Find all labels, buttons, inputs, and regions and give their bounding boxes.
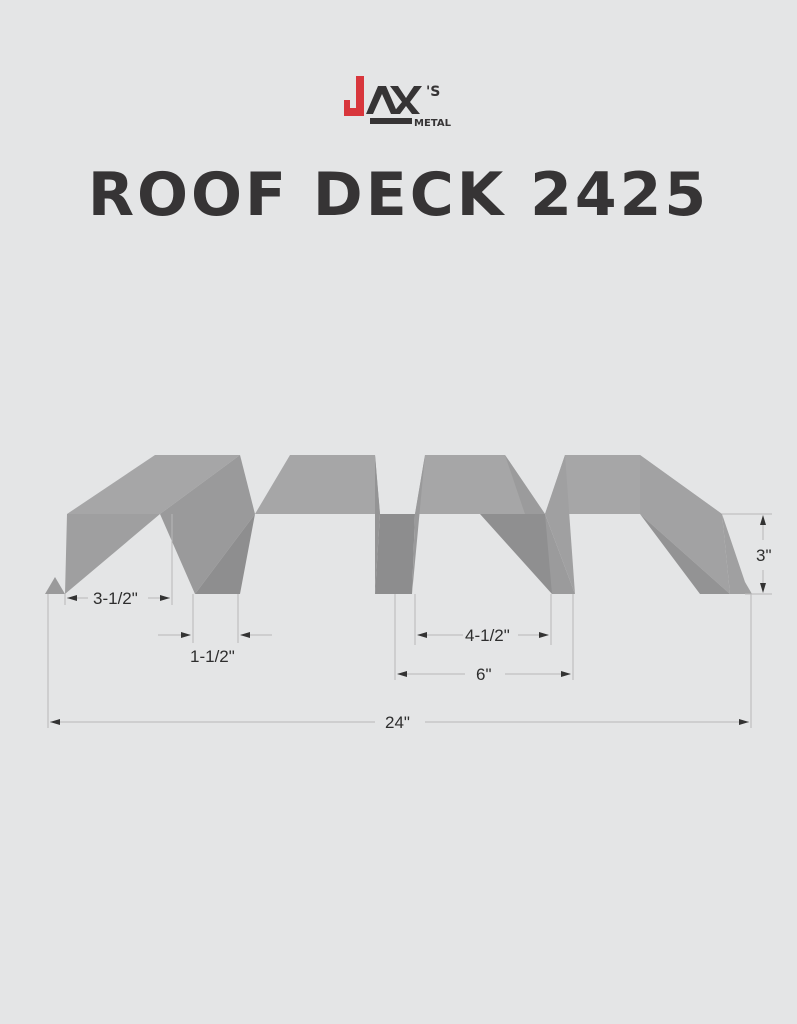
logo-apostrophe-s: 'S (426, 84, 440, 100)
page-title: ROOF DECK 2425 (87, 160, 710, 230)
logo-j-bar (356, 76, 364, 116)
dim-inner-span-label: 4-1/2" (465, 626, 510, 645)
jaxs-metal-logo: 'S METAL (344, 76, 452, 129)
deck-profile (45, 455, 752, 594)
logo-x (390, 86, 422, 114)
dim-depth-label: 3" (756, 546, 772, 565)
dim-top-flange-label: 3-1/2" (93, 589, 138, 608)
logo-a (366, 86, 398, 114)
dimension-lines (47, 513, 772, 728)
dimension-arrows (50, 515, 766, 725)
dim-bottom-flange-label: 1-1/2" (190, 647, 235, 666)
logo-metal-text: METAL (414, 118, 452, 129)
dim-rib-pitch-label: 6" (476, 665, 492, 684)
dim-overall-width-label: 24" (385, 713, 410, 732)
